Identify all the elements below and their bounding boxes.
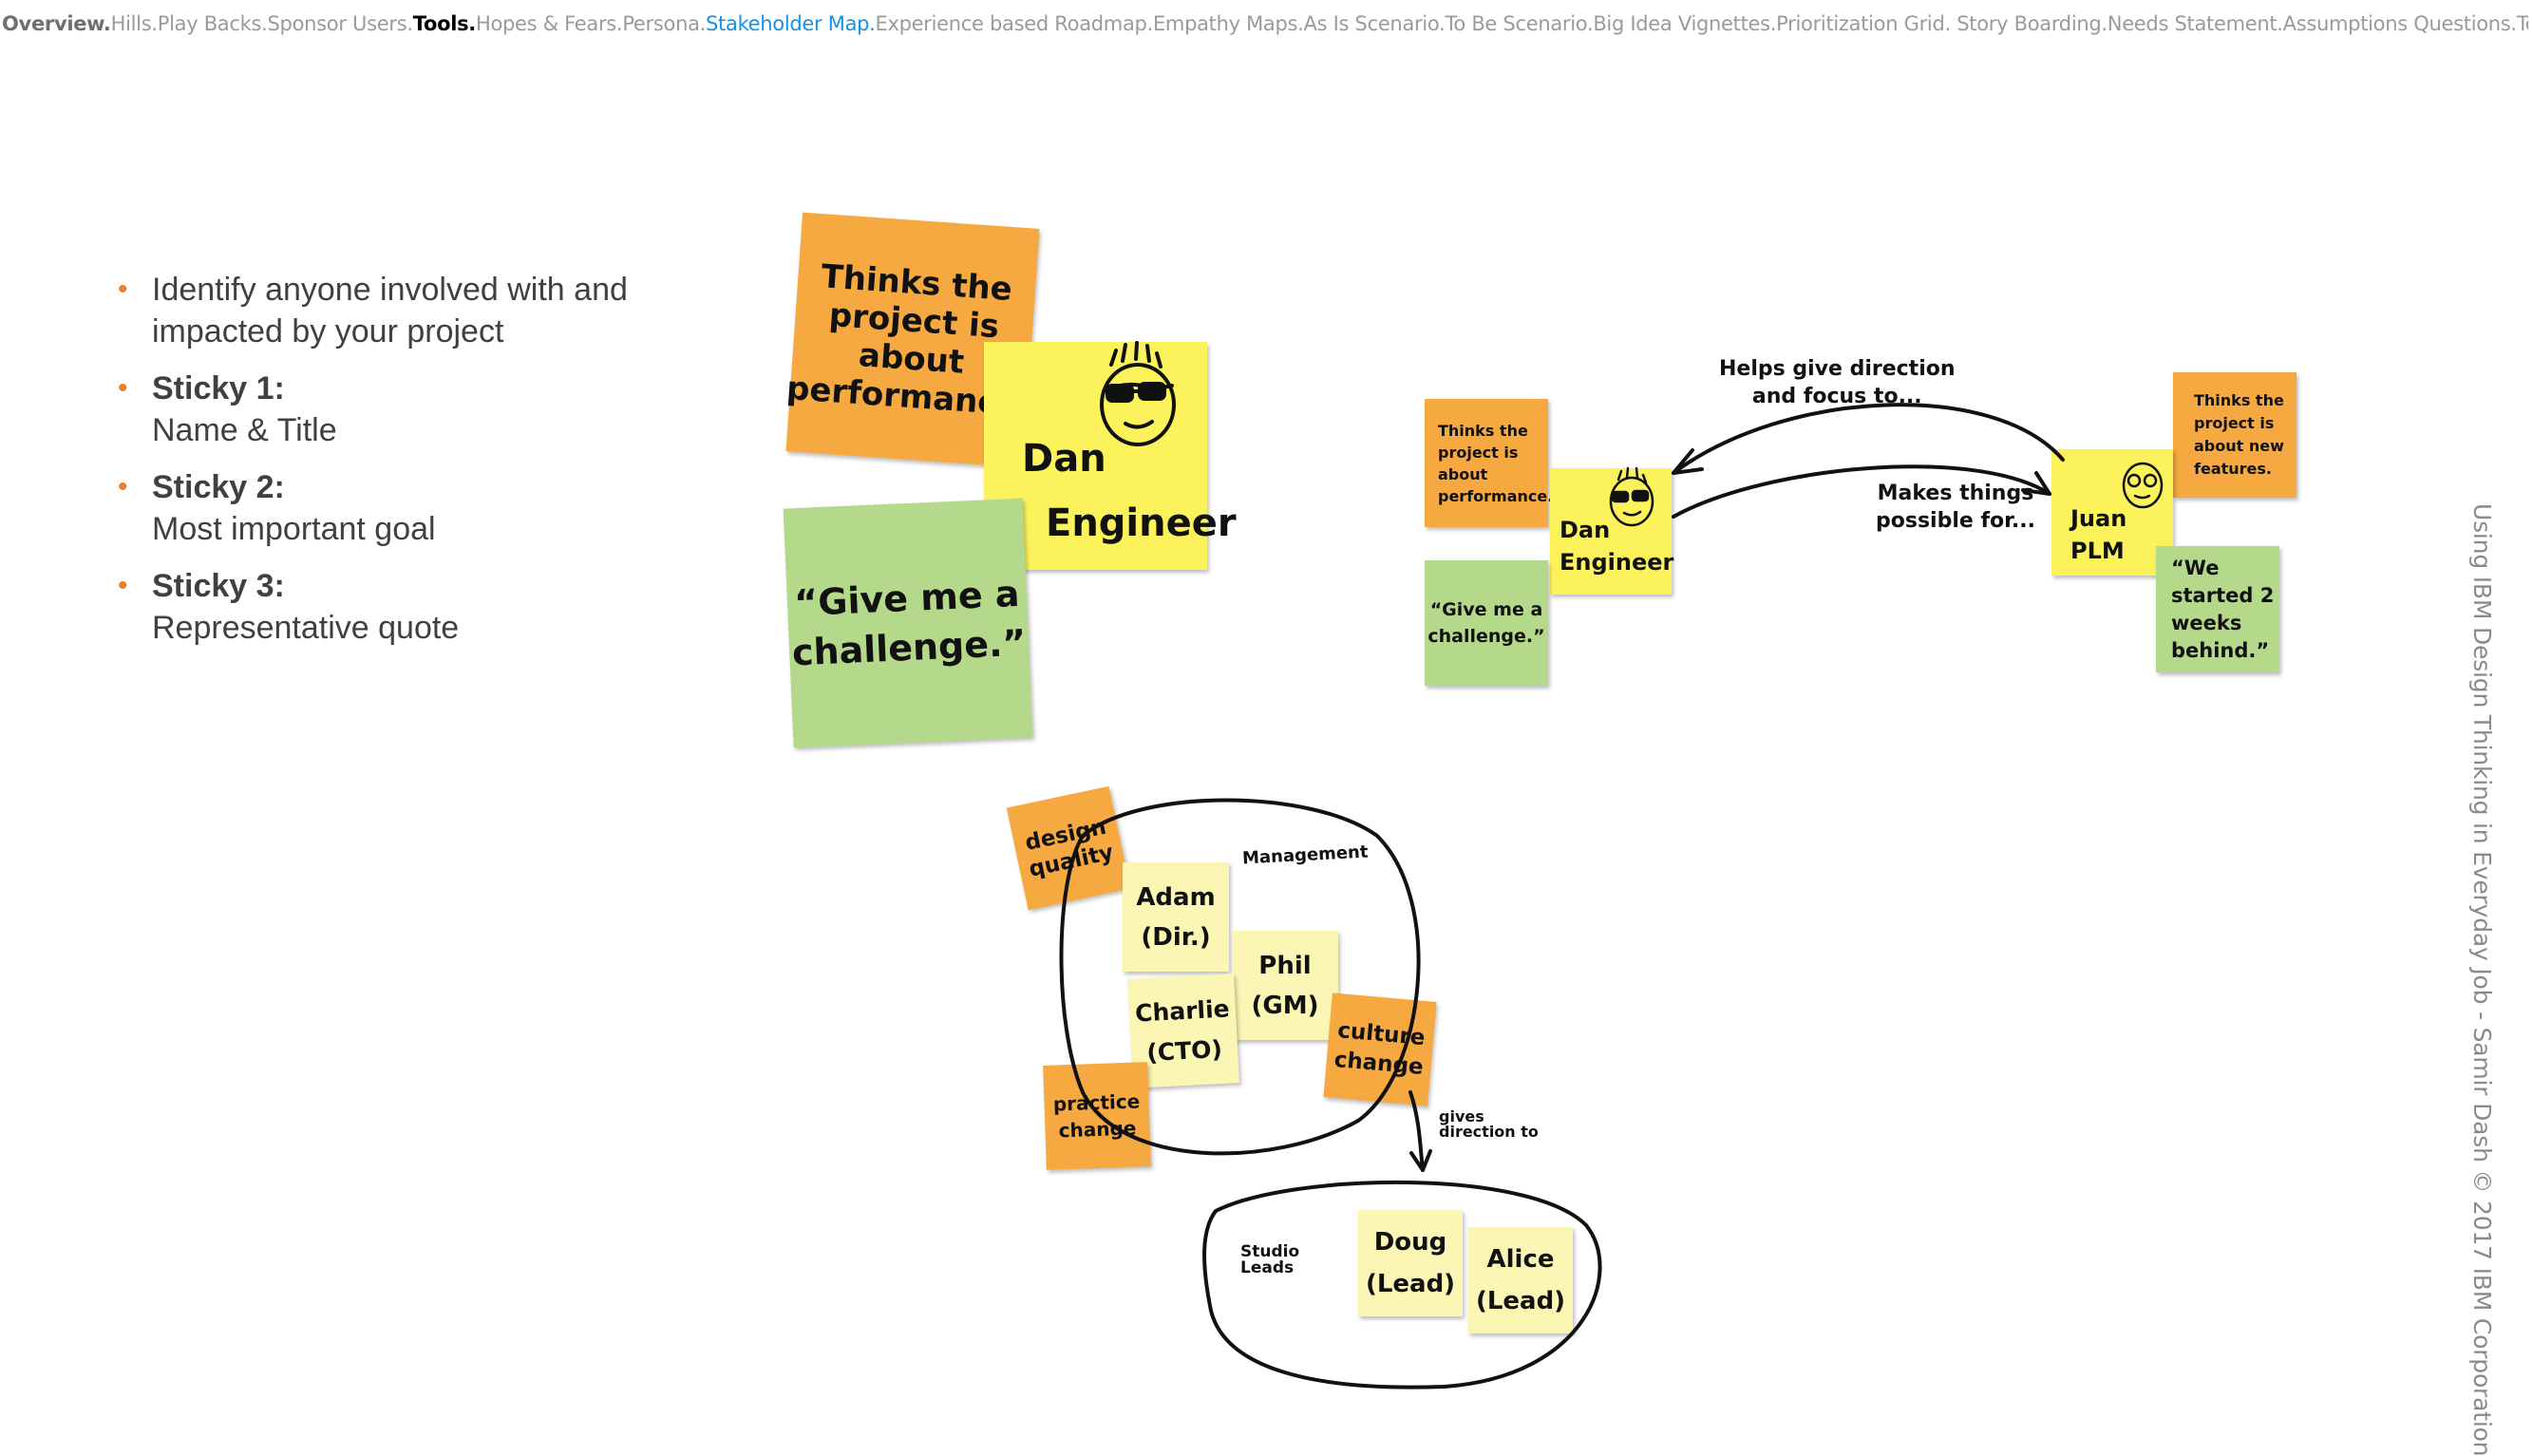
bullet-dot-icon: • bbox=[118, 570, 128, 601]
bullet-dot-icon: • bbox=[118, 274, 128, 305]
top-navigation: Overview.Hills.Play Backs.Sponsor Users.… bbox=[2, 9, 2528, 38]
bullet-text: Name & Title bbox=[152, 412, 337, 448]
gives-direction-arrow bbox=[1408, 1090, 1432, 1172]
footer: Using IBM Design Thinking in Everyday Jo… bbox=[2468, 503, 2515, 1456]
nav-item[interactable]: Overview. bbox=[2, 12, 111, 35]
bullet-title: Sticky 3: bbox=[152, 568, 285, 604]
alice-text: Alice (Lead) bbox=[1475, 1245, 1566, 1315]
bullet-title: Sticky 1: bbox=[152, 370, 285, 407]
nav-item[interactable]: Story Boarding. bbox=[1956, 12, 2108, 35]
doug-sticky: Doug (Lead) bbox=[1358, 1210, 1463, 1316]
nav-item[interactable]: Persona. bbox=[622, 12, 707, 35]
adam-sticky: Adam (Dir.) bbox=[1123, 862, 1229, 972]
doug-text: Doug (Lead) bbox=[1365, 1228, 1456, 1298]
management-group-outline bbox=[1059, 798, 1421, 1156]
nav-item[interactable]: Sponsor Users. bbox=[267, 12, 414, 35]
dan-small-face-icon bbox=[1609, 466, 1654, 527]
nav-item[interactable]: Needs Statement. bbox=[2107, 12, 2283, 35]
sketch-overlay bbox=[1059, 341, 2164, 1390]
dan-goal-text: Thinks the project is about performance. bbox=[1438, 421, 1554, 505]
sticky-name-large: Dan Engineer bbox=[984, 342, 1237, 570]
nav-item[interactable]: Empathy Maps. bbox=[1152, 12, 1304, 35]
juan-face-icon bbox=[2122, 462, 2164, 509]
bullet-text: Most important goal bbox=[152, 511, 436, 547]
footer-text: Using IBM Design Thinking in Everyday Jo… bbox=[2468, 503, 2496, 1456]
alice-sticky: Alice (Lead) bbox=[1468, 1227, 1573, 1333]
dan-face-icon bbox=[1100, 341, 1176, 446]
nav-item[interactable]: Hills. bbox=[110, 12, 158, 35]
relation-label: gives direction to bbox=[1439, 1107, 1539, 1141]
juan-goal-sticky: Thinks the project is about new features… bbox=[2173, 372, 2297, 498]
juan-quote-text: “We started 2 weeks behind.” bbox=[2171, 556, 2275, 662]
list-item: • Sticky 3: Representative quote bbox=[114, 565, 646, 649]
nav-item[interactable]: To Be Scenario. bbox=[1445, 12, 1594, 35]
dan-quote-text: “Give me a challenge.” bbox=[1427, 599, 1545, 647]
juan-quote-sticky: “We started 2 weeks behind.” bbox=[2156, 546, 2279, 672]
juan-goal-text: Thinks the project is about new features… bbox=[2194, 391, 2284, 478]
nav-item[interactable]: Prioritization Grid. bbox=[1776, 12, 1957, 35]
juan-name-text: Juan PLM bbox=[2070, 505, 2127, 564]
dan-quote-sticky: “Give me a challenge.” bbox=[1425, 560, 1548, 686]
bullet-title: Sticky 2: bbox=[152, 469, 285, 505]
sticky-name-title: Engineer bbox=[1046, 501, 1237, 545]
nav-item[interactable]: Experience based Roadmap. bbox=[875, 12, 1154, 35]
bullet-text: Representative quote bbox=[152, 610, 460, 646]
nav-item[interactable]: Stakeholder Map. bbox=[706, 12, 876, 35]
sticky-name-first: Dan bbox=[1022, 437, 1106, 481]
phil-text: Phil (GM) bbox=[1251, 951, 1319, 1020]
nav-item[interactable]: Tools. bbox=[412, 12, 477, 35]
list-item: • Identify anyone involved with and impac… bbox=[114, 269, 646, 352]
nav-item[interactable]: Assumptions Questions. bbox=[2282, 12, 2517, 35]
nav-item[interactable]: Play Backs. bbox=[157, 12, 268, 35]
phil-sticky: Phil (GM) bbox=[1232, 931, 1338, 1040]
bullet-text: Identify anyone involved with and impact… bbox=[152, 272, 628, 350]
nav-item[interactable]: As Is Scenario. bbox=[1303, 12, 1446, 35]
juan-name-sticky: Juan PLM bbox=[2051, 449, 2173, 576]
instruction-list: • Identify anyone involved with and impac… bbox=[114, 269, 646, 664]
bullet-dot-icon: • bbox=[118, 471, 128, 502]
relationship-arrows bbox=[1672, 403, 2065, 519]
nav-item[interactable]: Hopes & Fears. bbox=[475, 12, 623, 35]
adam-text: Adam (Dir.) bbox=[1136, 882, 1216, 952]
arrow-label-bottom: Makes things possible for... bbox=[1876, 482, 2035, 533]
dan-goal-sticky: Thinks the project is about performance. bbox=[1425, 399, 1553, 527]
arrow-label-top: Helps give direction and focus to... bbox=[1719, 357, 1956, 408]
dan-name-text: Dan Engineer bbox=[1559, 517, 1674, 576]
list-item: • Sticky 1: Name & Title bbox=[114, 368, 646, 451]
list-item: • Sticky 2: Most important goal bbox=[114, 466, 646, 550]
nav-item[interactable]: To Do. bbox=[2516, 12, 2528, 35]
nav-item[interactable]: Big Idea Vignettes. bbox=[1593, 12, 1777, 35]
bullet-dot-icon: • bbox=[118, 372, 128, 404]
dan-name-sticky: Dan Engineer bbox=[1550, 468, 1674, 595]
studio-leads-group-outline bbox=[1202, 1180, 1602, 1390]
group-label-studio-leads: Studio Leads bbox=[1240, 1242, 1300, 1277]
